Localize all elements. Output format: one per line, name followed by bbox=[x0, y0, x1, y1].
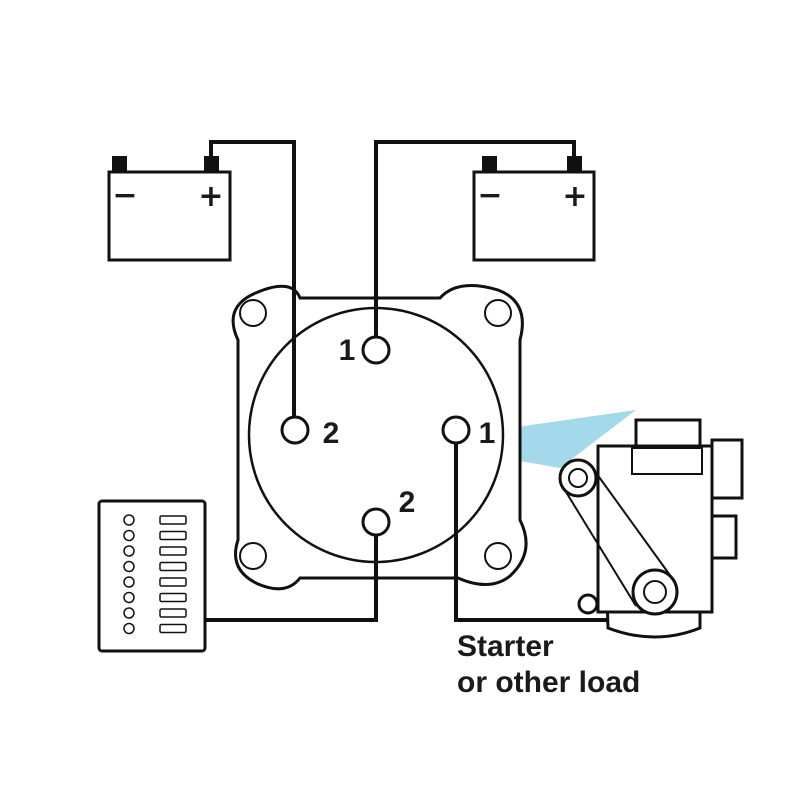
terminal-right-label: 1 bbox=[479, 417, 496, 450]
panel-breaker-switch bbox=[159, 592, 187, 603]
starter-top-block bbox=[634, 418, 702, 448]
panel-indicator bbox=[123, 560, 135, 573]
battery-right-minus: − bbox=[477, 178, 502, 213]
panel-breaker-switch bbox=[159, 608, 187, 618]
panel-indicator bbox=[123, 529, 135, 542]
battery-right: − + bbox=[472, 156, 596, 262]
panel-breaker-switch bbox=[159, 561, 187, 572]
mount-hole-bottom-right bbox=[484, 542, 512, 570]
load-label-line1: Starter bbox=[457, 630, 554, 663]
starter-pulley-top-hub bbox=[568, 468, 588, 488]
battery-left-plus: + bbox=[198, 179, 223, 214]
panel-indicator bbox=[123, 591, 135, 604]
mount-hole-bottom-left bbox=[239, 542, 267, 570]
panel-rows bbox=[123, 514, 187, 635]
terminal-left-label: 2 bbox=[323, 417, 340, 450]
terminal-bottom bbox=[361, 507, 391, 537]
panel-indicator bbox=[123, 514, 135, 526]
starter-pulley-top bbox=[558, 458, 598, 498]
mount-hole-top-left bbox=[239, 299, 267, 327]
starter-belt-right bbox=[593, 469, 673, 579]
mount-hole-top-right bbox=[484, 299, 512, 327]
starter-window bbox=[631, 447, 703, 475]
panel-breaker-switch bbox=[159, 577, 187, 587]
panel-indicator bbox=[123, 545, 135, 557]
wire-terminal-1-to-starter bbox=[454, 428, 612, 622]
panel-breaker-switch bbox=[159, 530, 187, 541]
starter-terminal bbox=[577, 593, 599, 615]
panel-breaker-switch bbox=[159, 515, 187, 525]
starter-motor bbox=[558, 418, 744, 639]
battery-right-positive-post bbox=[567, 156, 582, 174]
battery-right-case bbox=[472, 170, 596, 262]
terminal-top bbox=[361, 335, 391, 365]
panel-breaker-switch bbox=[159, 546, 187, 556]
starter-right-bracket bbox=[710, 438, 744, 500]
terminal-right bbox=[441, 415, 471, 445]
panel-body bbox=[97, 499, 207, 653]
panel-breaker-switch bbox=[159, 623, 187, 634]
starter-belt-left bbox=[565, 491, 637, 607]
starter-pulley-bottom bbox=[631, 568, 679, 616]
terminal-top-label: 1 bbox=[339, 334, 356, 367]
distribution-panel bbox=[97, 499, 207, 653]
panel-indicator bbox=[123, 607, 135, 619]
starter-pulley-bottom-hub bbox=[643, 580, 667, 604]
panel-indicator bbox=[123, 622, 135, 635]
terminal-left bbox=[280, 415, 310, 445]
load-label-line2: or other load bbox=[457, 666, 640, 699]
terminal-bottom-label: 2 bbox=[399, 486, 416, 519]
battery-left-minus: − bbox=[112, 178, 137, 213]
battery-left-negative-post bbox=[112, 156, 127, 174]
panel-indicator bbox=[123, 576, 135, 588]
battery-right-negative-post bbox=[482, 156, 497, 174]
battery-left: − + bbox=[107, 156, 232, 262]
battery-left-positive-post bbox=[204, 156, 219, 174]
wire-battery-left-to-terminal-2 bbox=[209, 140, 296, 432]
wire-terminal-2-to-panel bbox=[203, 520, 378, 622]
battery-left-case bbox=[107, 170, 232, 262]
wire-battery-right-to-terminal-1 bbox=[374, 140, 576, 352]
highlight-beam bbox=[412, 410, 636, 468]
starter-right-tab bbox=[710, 514, 738, 560]
battery-right-plus: + bbox=[562, 179, 587, 214]
